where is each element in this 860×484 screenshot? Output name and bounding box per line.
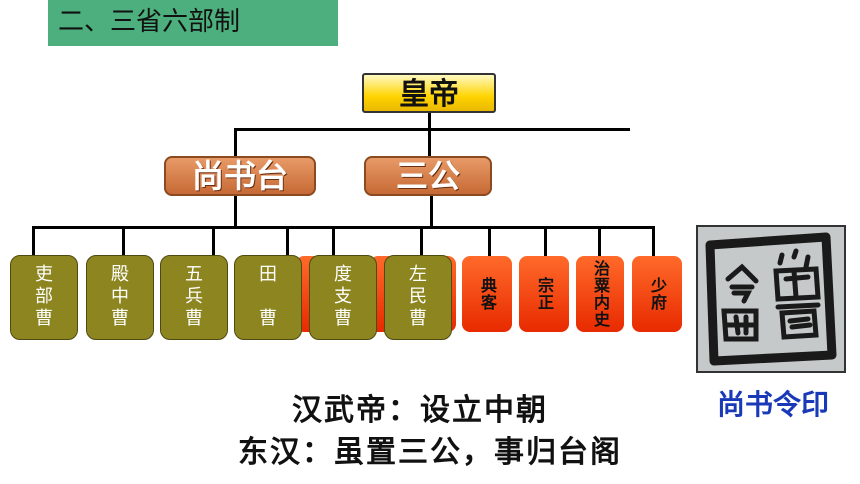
cao-tian: 田 曹: [234, 255, 302, 340]
office-zhisuneishi: 治粟内史: [576, 256, 624, 332]
cao-char: 中: [111, 286, 129, 307]
caption-line-1: 汉武帝：设立中朝: [292, 393, 548, 428]
connector-drop-9: [598, 226, 601, 256]
cao-zuomin: 左 民 曹: [384, 255, 452, 340]
cao-char: 兵: [185, 286, 203, 307]
cao-char: 曹: [259, 308, 277, 329]
seal-caption: 尚书令印: [716, 388, 829, 421]
cao-char: [235, 286, 301, 308]
cao-char: 民: [409, 286, 427, 307]
cao-wubing: 五 兵 曹: [160, 255, 228, 340]
connector-top-horizontal: [234, 128, 630, 131]
cao-dianzhong: 殿 中 曹: [86, 255, 154, 340]
sangong-box: 三公: [364, 156, 492, 196]
office-dianke: 典客: [462, 256, 512, 332]
caption-line-2: 东汉：虽置三公，事归台阁: [238, 435, 622, 470]
office-shaofu: 少府: [632, 256, 682, 332]
cao-char: 曹: [409, 308, 427, 329]
cao-char: 支: [334, 286, 352, 307]
cao-libu: 吏 部 曹: [10, 255, 78, 340]
cao-char: 部: [35, 286, 53, 307]
cao-char: 曹: [334, 308, 352, 329]
emperor-box: 皇帝: [362, 73, 496, 113]
connector-emperor-down: [428, 113, 431, 131]
slide-title: 二、三省六部制: [48, 0, 338, 46]
cao-char: 曹: [111, 308, 129, 329]
cao-char: 殿: [111, 264, 129, 285]
connector-to-shangshutai: [234, 128, 237, 158]
connector-drop-1: [32, 226, 35, 256]
cao-char: 曹: [185, 308, 203, 329]
connector-bottom-horizontal: [32, 226, 654, 229]
connector-to-sangong: [428, 128, 431, 158]
cao-char: 度: [334, 264, 352, 285]
seal-rubbing-icon: [698, 227, 844, 371]
office-zongzheng: 宗正: [519, 256, 569, 332]
cao-char: 吏: [35, 264, 53, 285]
connector-shangshutai-down: [234, 196, 237, 228]
connector-drop-8: [544, 226, 547, 256]
cao-duzhi: 度 支 曹: [309, 255, 377, 340]
connector-drop-3: [212, 226, 215, 256]
shangshutai-box: 尚书台: [164, 156, 316, 196]
connector-drop-2: [122, 226, 125, 256]
cao-char: 五: [185, 264, 203, 285]
cao-char: 田: [259, 264, 277, 285]
connector-drop-4: [286, 226, 289, 256]
connector-drop-5: [332, 226, 335, 256]
connector-drop-7: [488, 226, 491, 256]
connector-sangong-down: [430, 196, 433, 226]
seal-image: [696, 225, 846, 373]
cao-char: 左: [409, 264, 427, 285]
connector-drop-6: [420, 226, 423, 256]
connector-drop-10: [652, 226, 655, 256]
cao-char: 曹: [35, 308, 53, 329]
